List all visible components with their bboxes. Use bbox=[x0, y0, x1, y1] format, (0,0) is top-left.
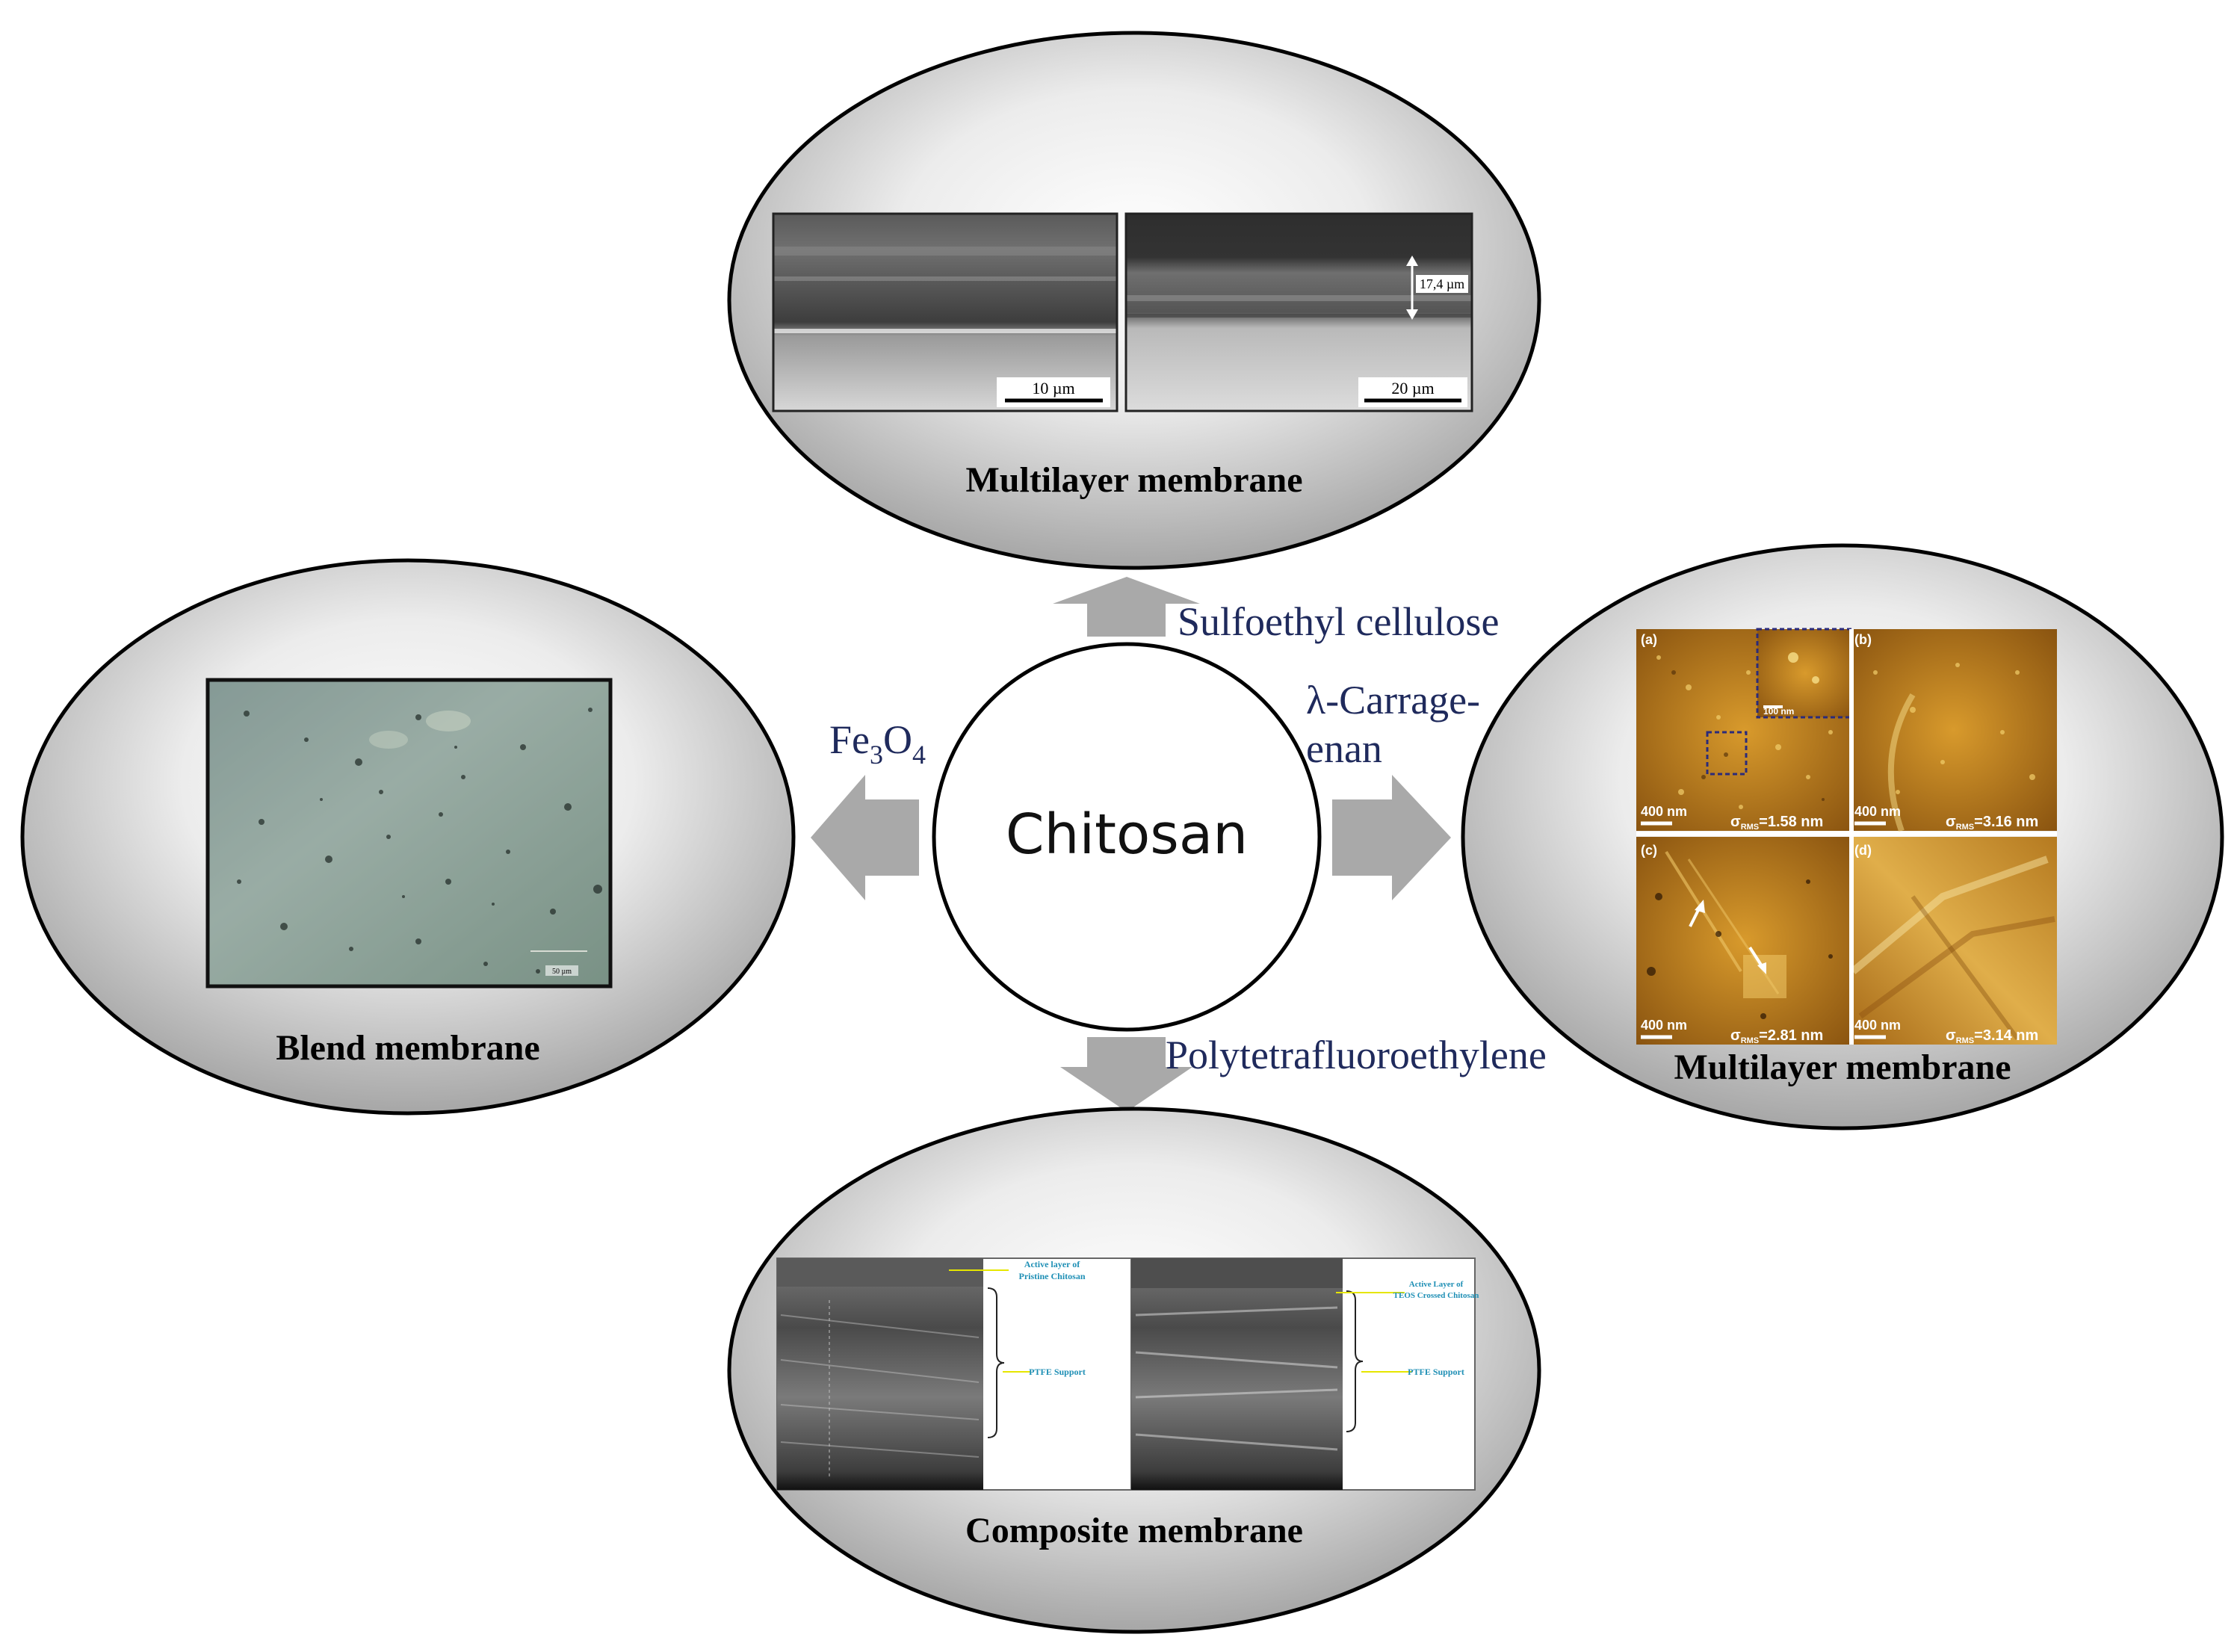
composite-left-active-line2: Pristine Chitosan bbox=[1018, 1271, 1085, 1281]
bottom-membrane-label: Composite membrane bbox=[965, 1511, 1303, 1550]
blend-scale: 50 µm bbox=[552, 968, 572, 976]
top-sem-image-left: 10 µm bbox=[772, 212, 1119, 412]
arrow-down bbox=[1060, 1037, 1192, 1112]
afm-panel-d: (d) 400 nm σRMS=3.14 nm bbox=[1850, 837, 2057, 1045]
afm-c-tag: (c) bbox=[1641, 843, 1657, 858]
reagent-right-label-line2: enan bbox=[1306, 726, 1382, 771]
composite-right-support: PTFE Support bbox=[1408, 1367, 1464, 1377]
top-scale-right: 20 µm bbox=[1391, 379, 1434, 397]
afm-panel-b: (b) 400 nm σRMS=3.16 nm bbox=[1850, 629, 2057, 832]
arrow-right bbox=[1332, 775, 1451, 900]
composite-right-active-line2: TEOS Crossed Chitosan bbox=[1393, 1291, 1479, 1300]
composite-left-active-line1: Active layer of bbox=[1024, 1259, 1080, 1269]
afm-d-scale: 400 nm bbox=[1854, 1018, 1901, 1033]
bottom-membrane-node: Active layer of Pristine Chitosan PTFE S… bbox=[727, 1107, 1541, 1634]
afm-d-tag: (d) bbox=[1854, 843, 1872, 858]
afm-b-tag: (b) bbox=[1854, 632, 1872, 647]
afm-a-rms: σRMS=1.58 nm bbox=[1730, 814, 1823, 832]
afm-b-rms: σRMS=3.16 nm bbox=[1946, 814, 2038, 832]
afm-c-rms: σRMS=2.81 nm bbox=[1730, 1027, 1823, 1045]
right-membrane-node: 100 nm (a) 400 nm σRMS=1.58 nm (b) 400 n… bbox=[1461, 543, 2224, 1130]
chitosan-node: Chitosan bbox=[932, 642, 1322, 1032]
afm-d-rms: σRMS=3.14 nm bbox=[1946, 1027, 2038, 1045]
afm-b-scale: 400 nm bbox=[1854, 804, 1901, 819]
afm-panel-c: (c) 400 nm σRMS=2.81 nm bbox=[1636, 837, 1853, 1045]
chitosan-label: Chitosan bbox=[1006, 802, 1248, 867]
right-membrane-label: Multilayer membrane bbox=[1674, 1048, 2011, 1087]
top-scale-left: 10 µm bbox=[1032, 379, 1074, 397]
reagent-right-label-line1: λ-Carrage- bbox=[1306, 678, 1480, 723]
composite-sem-right: Active Layer of TEOS Crossed Chitosan PT… bbox=[1130, 1257, 1479, 1491]
reagent-bottom-label: Polytetrafluoroethylene bbox=[1166, 1033, 1547, 1077]
afm-a-inset-scale: 100 nm bbox=[1763, 706, 1794, 717]
arrow-left bbox=[811, 775, 919, 900]
composite-right-active-line1: Active Layer of bbox=[1409, 1280, 1464, 1289]
afm-a-scale: 400 nm bbox=[1641, 804, 1687, 819]
left-membrane-label: Blend membrane bbox=[276, 1028, 539, 1068]
top-membrane-node: 10 µm 17,4 µm 20 µm Multilayer membrane bbox=[727, 31, 1541, 570]
composite-sem-left: Active layer of Pristine Chitosan PTFE S… bbox=[776, 1257, 1136, 1491]
top-membrane-label: Multilayer membrane bbox=[965, 460, 1302, 500]
reagent-left-label: Fe3O4 bbox=[829, 717, 926, 770]
left-membrane-node: 50 µm Blend membrane bbox=[20, 558, 796, 1116]
blend-micrograph: 50 µm bbox=[205, 678, 613, 989]
reagent-top-label: Sulfoethyl cellulose bbox=[1178, 599, 1499, 644]
afm-a-tag: (a) bbox=[1641, 632, 1657, 647]
arrow-up bbox=[1053, 577, 1200, 637]
top-thickness-label: 17,4 µm bbox=[1420, 276, 1464, 291]
afm-panel-a: 100 nm (a) 400 nm σRMS=1.58 nm bbox=[1636, 628, 1854, 832]
afm-c-scale: 400 nm bbox=[1641, 1018, 1687, 1033]
composite-left-support: PTFE Support bbox=[1029, 1367, 1086, 1377]
top-sem-image-right: 17,4 µm 20 µm bbox=[1124, 212, 1473, 412]
